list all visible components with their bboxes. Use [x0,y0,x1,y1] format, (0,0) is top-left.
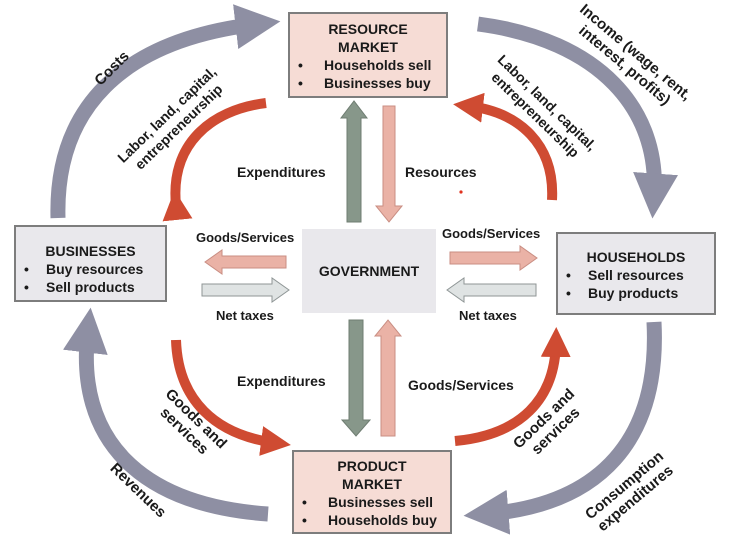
costs-arrow [50,4,281,219]
expenditures-bottom-label: Expenditures [237,373,326,389]
government-title: GOVERNMENT [318,263,420,279]
resource-market-item: Businesses buy [324,75,431,91]
consumption-expenditures-arrow [463,321,662,535]
list-item: • Businesses sell [294,493,450,511]
bullet: • [566,267,571,283]
list-item: • Buy products [558,284,714,302]
list-item: • Households buy [294,511,450,529]
bullet: • [298,75,303,91]
goods-services-left-label: Goods/Services [196,230,295,245]
revenues-arrow [63,307,269,522]
list-item: • Households sell [290,56,446,74]
net-taxes-businesses-arrow [201,277,290,303]
list-item: • Sell resources [558,266,714,284]
households-item: Sell resources [588,267,684,283]
resource-market-title-1: RESOURCE [328,21,408,37]
bullet: • [298,57,303,73]
households-item: Buy products [588,285,679,301]
resource-market-title-2: MARKET [338,39,398,55]
gov-expenditure-down-arrow [340,319,372,437]
businesses-item: Sell products [46,279,135,295]
bullet: • [302,512,307,528]
list-item: • Businesses buy [290,74,446,92]
product-market-title-1: PRODUCT [337,458,407,474]
businesses-box: BUSINESSES • Buy resources • Sell products [14,225,167,302]
households-title: HOUSEHOLDS [586,249,686,265]
product-market-item: Businesses sell [328,494,434,510]
goods-services-bottom-label: Goods/Services [408,377,514,393]
gov-goods-up-arrow [373,319,403,437]
resource-market-box: RESOURCE MARKET • Households sell • Busine… [288,12,448,98]
net-taxes-households-arrow [446,277,537,303]
gov-goods-to-households-arrow [449,245,538,271]
bullet: • [24,261,29,277]
goods-to-households-arrow [454,327,571,446]
product-market-title-2: MARKET [342,476,402,492]
gov-resources-down-arrow [374,105,404,223]
list-item: • Buy resources [16,260,165,278]
list-item: • Sell products [16,278,165,296]
resources-label: Resources [405,164,477,180]
goods-from-businesses-arrow [171,339,291,456]
net-taxes-right-label: Net taxes [459,308,517,323]
businesses-title: BUSINESSES [45,243,136,259]
product-market-box: PRODUCT MARKET • Businesses sell • Househo… [292,450,452,534]
households-box: HOUSEHOLDS • Sell resources • Buy products [556,232,716,315]
income-arrow [477,16,678,219]
bullet: • [24,279,29,295]
product-market-item: Households buy [328,512,437,528]
gov-goods-to-businesses-arrow [204,249,287,275]
expenditures-top-label: Expenditures [237,164,326,180]
businesses-item: Buy resources [46,261,144,277]
resources-to-businesses-arrow [162,98,267,222]
stray-dot [459,190,463,194]
gov-expenditure-up-arrow [339,100,369,223]
government-box: GOVERNMENT [302,229,436,313]
bullet: • [302,494,307,510]
resource-market-item: Households sell [324,57,432,73]
bullet: • [566,285,571,301]
goods-services-right-label: Goods/Services [442,226,541,241]
resources-from-households-arrow [453,92,558,201]
net-taxes-left-label: Net taxes [216,308,274,323]
